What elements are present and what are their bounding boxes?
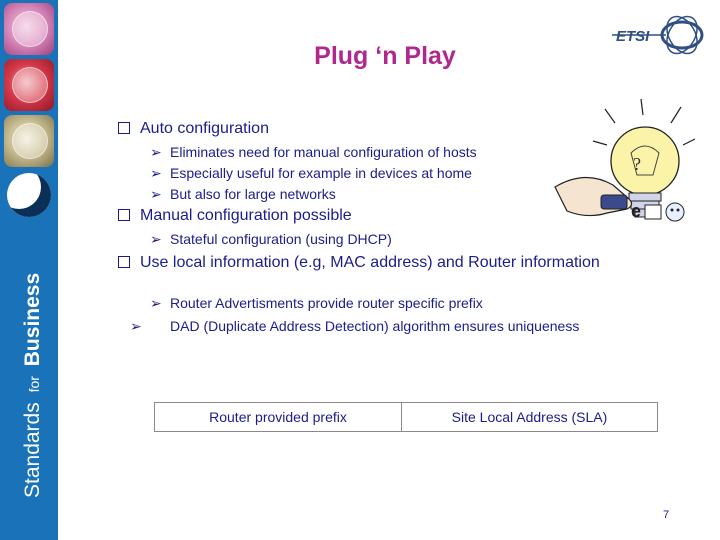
globe-icon bbox=[12, 67, 48, 103]
standards-for-business-text: Standards for Business bbox=[4, 262, 54, 500]
bullet-local-information: Use local information (e.g, MAC address)… bbox=[118, 254, 620, 272]
router-prefix-box: Router provided prefix bbox=[155, 403, 402, 431]
globe-tile-pink bbox=[4, 3, 54, 55]
etsi-logo: ETSI bbox=[610, 15, 710, 55]
sub-bullet: ➢Router Advertisments provide router spe… bbox=[150, 295, 483, 311]
svg-text:?: ? bbox=[633, 154, 641, 174]
arrow-bullet-icon: ➢ bbox=[150, 144, 162, 160]
sub-bullet: ➢DAD (Duplicate Address Detection) algor… bbox=[130, 318, 580, 334]
sub-bullet: ➢Especially useful for example in device… bbox=[150, 165, 472, 181]
arrow-bullet-icon: ➢ bbox=[150, 295, 162, 311]
globe-icon bbox=[12, 11, 48, 47]
bullet-auto-configuration: Auto configuration bbox=[118, 120, 269, 138]
globe-icon bbox=[12, 123, 48, 159]
logo-text: ETSI bbox=[616, 28, 650, 45]
side-text-for: for bbox=[26, 376, 42, 393]
square-bullet-icon bbox=[118, 122, 130, 134]
disc-tile bbox=[4, 171, 54, 223]
address-format-diagram: Router provided prefix Site Local Addres… bbox=[154, 402, 658, 432]
arrow-bullet-icon: ➢ bbox=[130, 318, 142, 334]
slide-title: Plug ‘n Play bbox=[314, 42, 456, 70]
bullet-manual-configuration: Manual configuration possible bbox=[118, 207, 352, 225]
crescent-icon bbox=[7, 173, 51, 217]
globe-tile-beige bbox=[4, 115, 54, 167]
lightbulb-clipart: ? e bbox=[545, 95, 705, 235]
page-number: 7 bbox=[663, 509, 670, 521]
sla-box: Site Local Address (SLA) bbox=[451, 409, 608, 425]
svg-text:e: e bbox=[631, 201, 641, 221]
globe-tile-red bbox=[4, 59, 54, 111]
arrow-bullet-icon: ➢ bbox=[150, 186, 162, 202]
arrow-bullet-icon: ➢ bbox=[150, 165, 162, 181]
square-bullet-icon bbox=[118, 256, 130, 268]
sub-bullet: ➢But also for large networks bbox=[150, 186, 336, 202]
side-text-standards: Standards bbox=[21, 402, 44, 498]
arrow-bullet-icon: ➢ bbox=[150, 231, 162, 247]
svg-text:Standards for: Standards for Business bbox=[21, 273, 44, 498]
square-bullet-icon bbox=[118, 209, 130, 221]
sub-bullet: ➢Stateful configuration (using DHCP) bbox=[150, 231, 392, 247]
sub-bullet: ➢Eliminates need for manual configuratio… bbox=[150, 144, 477, 160]
side-text-business: Business bbox=[21, 273, 44, 366]
sidebar: Standards for Business bbox=[0, 0, 58, 540]
